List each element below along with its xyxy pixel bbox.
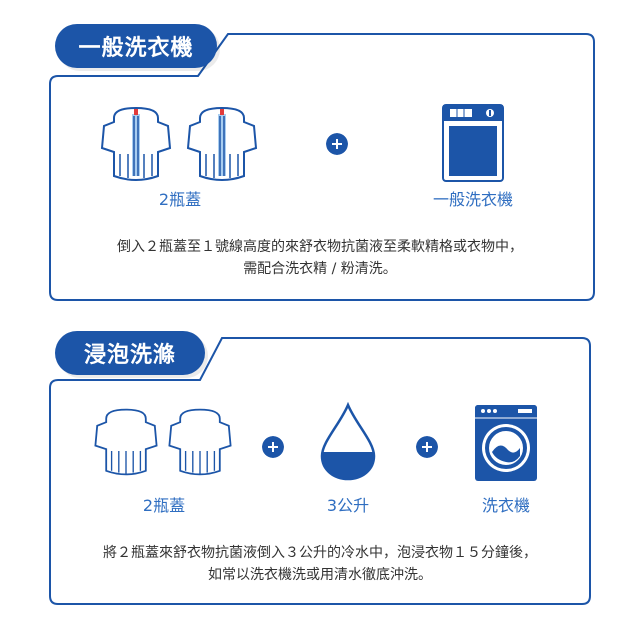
plus-icon: [262, 436, 284, 458]
bottle-cap-with-line-icon: [186, 106, 258, 181]
section-title: 浸泡洗滌: [55, 331, 205, 375]
water-drop-icon: [320, 402, 376, 481]
section-frame: [49, 33, 595, 301]
bottle-cap-icon: [168, 408, 232, 476]
plus-icon: [326, 133, 348, 155]
front-load-washer-icon: [475, 405, 537, 481]
bottle-cap-with-line-icon: [100, 106, 172, 181]
section-soak-wash: 浸泡洗滌 2瓶蓋 3公升: [0, 320, 640, 620]
item-label: 3公升: [326, 496, 370, 515]
instruction-line: 倒入２瓶蓋至１號線高度的來舒衣物抗菌液至柔軟精格或衣物中，: [117, 239, 523, 255]
instruction-line: 將２瓶蓋來舒衣物抗菌液倒入３公升的冷水中，泡浸衣物１５分鐘後，: [103, 545, 537, 561]
section-frame: [49, 337, 591, 605]
section-title: 一般洗衣機: [55, 24, 217, 68]
plus-icon: [416, 436, 438, 458]
instruction-line: 需配合洗衣精 / 粉清洗。: [243, 261, 397, 277]
bottle-cap-icon: [94, 408, 158, 476]
item-label: 2瓶蓋: [142, 496, 186, 515]
item-label: 2瓶蓋: [158, 190, 202, 209]
instruction-text: 倒入２瓶蓋至１號線高度的來舒衣物抗菌液至柔軟精格或衣物中， 需配合洗衣精 / 粉…: [70, 236, 570, 280]
instruction-line: 如常以洗衣機洗或用清水徹底沖洗。: [208, 567, 432, 583]
section-regular-washer: 一般洗衣機 2瓶蓋 一般洗衣機: [0, 0, 640, 310]
instruction-text: 將２瓶蓋來舒衣物抗菌液倒入３公升的冷水中，泡浸衣物１５分鐘後， 如常以洗衣機洗或…: [70, 542, 570, 586]
item-label: 洗衣機: [481, 496, 530, 515]
item-label: 一般洗衣機: [432, 190, 513, 209]
top-load-washer-icon: [442, 104, 504, 182]
